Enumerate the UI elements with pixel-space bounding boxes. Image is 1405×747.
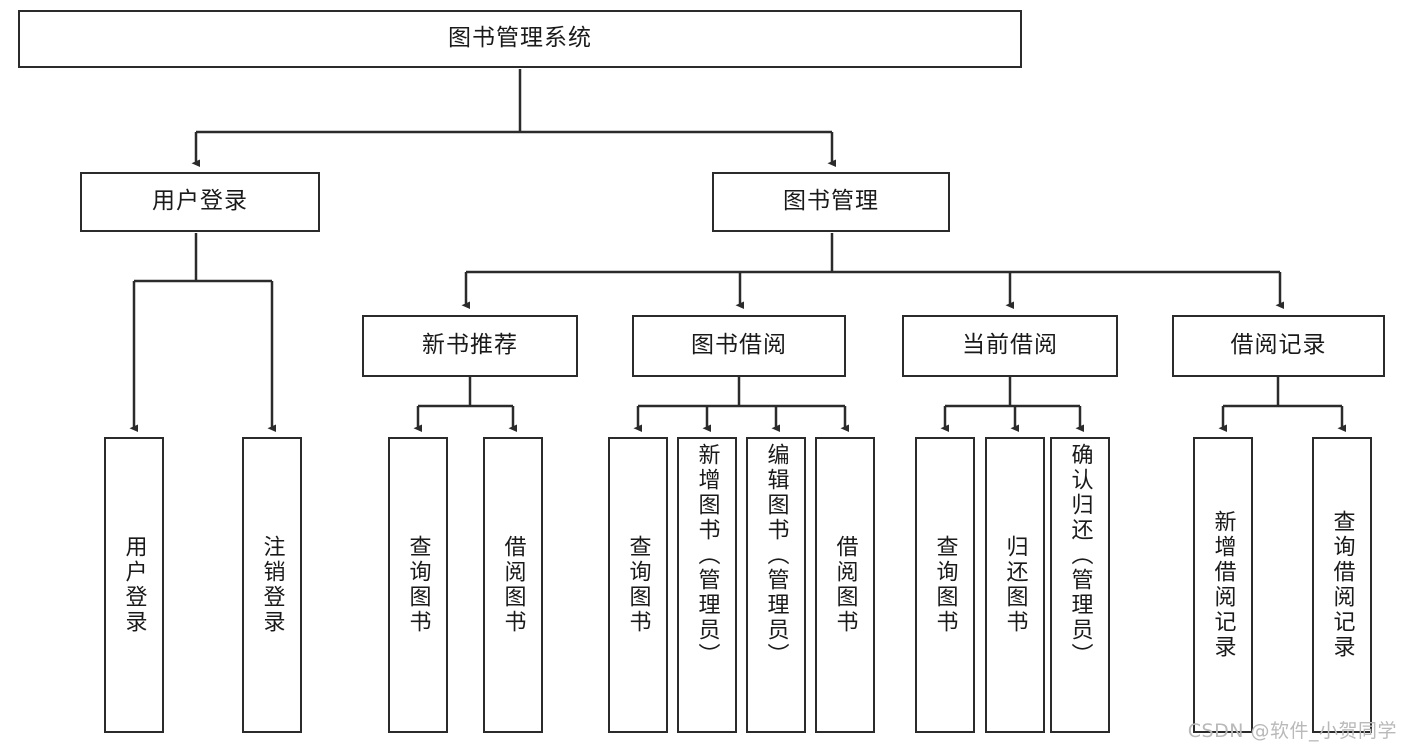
- node-label: 新增图书（管理员）: [694, 443, 720, 668]
- node-label: 编辑图书（管理员）: [763, 443, 789, 668]
- node-book-manage[interactable]: 图书管理: [712, 172, 950, 232]
- node-label: 图书管理: [783, 188, 879, 215]
- leaf-return-book[interactable]: 归还图书: [985, 437, 1045, 733]
- leaf-confirm-return[interactable]: 确认归还（管理员）: [1050, 437, 1110, 733]
- node-label: 借阅记录: [1230, 332, 1327, 359]
- leaf-add-book[interactable]: 新增图书（管理员）: [677, 437, 737, 733]
- leaf-query-record[interactable]: 查询借阅记录: [1312, 437, 1372, 733]
- watermark-text: CSDN @软件_小贺同学: [1187, 720, 1397, 742]
- leaf-edit-book[interactable]: 编辑图书（管理员）: [746, 437, 806, 733]
- node-label: 用户登录: [152, 188, 248, 215]
- node-label: 确认归还（管理员）: [1067, 443, 1093, 668]
- leaf-logout[interactable]: 注销登录: [242, 437, 302, 733]
- node-label: 新增借阅记录: [1210, 510, 1236, 660]
- leaf-borrow-book-1[interactable]: 借阅图书: [483, 437, 543, 733]
- node-label: 图书管理系统: [448, 25, 592, 52]
- leaf-borrow-book-2[interactable]: 借阅图书: [815, 437, 875, 733]
- node-label: 图书借阅: [691, 332, 787, 359]
- node-label: 新书推荐: [422, 332, 518, 359]
- leaf-user-login[interactable]: 用户登录: [104, 437, 164, 733]
- node-label: 查询图书: [625, 535, 651, 635]
- node-borrow-record[interactable]: 借阅记录: [1172, 315, 1385, 377]
- node-label: 用户登录: [121, 535, 147, 635]
- leaf-query-book-2[interactable]: 查询图书: [608, 437, 668, 733]
- node-user-login[interactable]: 用户登录: [80, 172, 320, 232]
- node-current-borrow[interactable]: 当前借阅: [902, 315, 1118, 377]
- node-book-borrow[interactable]: 图书借阅: [632, 315, 846, 377]
- leaf-query-book-3[interactable]: 查询图书: [915, 437, 975, 733]
- node-label: 借阅图书: [500, 535, 526, 635]
- node-label: 归还图书: [1002, 535, 1028, 635]
- node-label: 当前借阅: [962, 332, 1058, 359]
- node-label: 注销登录: [259, 535, 285, 635]
- node-label: 借阅图书: [832, 535, 858, 635]
- node-root[interactable]: 图书管理系统: [18, 10, 1022, 68]
- leaf-add-record[interactable]: 新增借阅记录: [1193, 437, 1253, 733]
- node-new-book-recommend[interactable]: 新书推荐: [362, 315, 578, 377]
- leaf-query-book-1[interactable]: 查询图书: [388, 437, 448, 733]
- node-label: 查询图书: [405, 535, 431, 635]
- node-label: 查询图书: [932, 535, 958, 635]
- node-label: 查询借阅记录: [1329, 510, 1355, 660]
